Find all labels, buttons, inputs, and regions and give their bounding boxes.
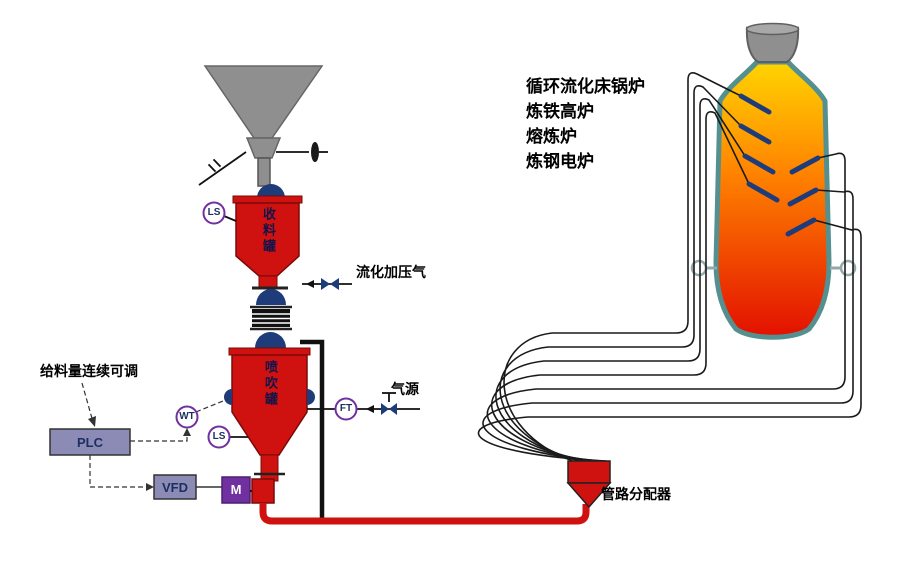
label-receiving-tank: 收料罐 [261,207,276,255]
receiving-tank [232,184,303,331]
conveying-branch-7 [477,219,862,462]
lance-icon [742,153,776,175]
label-ls-top: LS [207,207,221,218]
vent-pipe-flange [212,158,222,168]
dome-valve-inlet [255,332,286,348]
hopper-cone [203,65,324,139]
label-motor: M [230,482,242,497]
feed-note-leader [81,382,94,423]
furnace [690,22,857,340]
lance-icon [738,123,772,145]
label-fluidizing-gas: 流化加压气 [356,264,426,280]
vent-pipe-flange [207,163,217,173]
aeration-nozzle [307,389,315,405]
label-injection-tank: 喷吹罐 [263,360,278,408]
valve-icon [321,278,330,290]
furnace-application-item: 炼钢电炉 [526,152,594,171]
label-ft: FT [339,403,353,414]
conveying-pipe-main [259,503,590,525]
valve-icon [381,403,389,415]
pressurization-pipe [300,339,325,518]
instruments [175,201,358,449]
valve-icon [389,403,397,415]
tank-outlet-neck [258,275,278,288]
conveying-branch-6 [482,189,854,462]
conveying-branch-2 [499,85,742,462]
tank-top-flange [232,195,303,204]
wt-circle [175,405,199,429]
aeration-nozzle [224,389,232,405]
furnace-application-item: 循环流化床锅炉 [526,77,645,96]
feed-hopper [198,65,328,187]
label-feed-note: 给料量连续可调 [40,363,138,379]
control-system [49,382,222,500]
injection-tank [224,332,315,482]
ls-bottom-circle [207,425,231,449]
furnace-application-list: 循环流化床锅炉 炼铁高炉 熔炼炉 炼钢电炉 [526,74,645,174]
pipe-bundle [477,72,862,462]
rotary-feeder-group [221,476,590,525]
label-plc: PLC [77,435,103,450]
dome-valve-mid [256,289,286,305]
label-gas-source: 气源 [391,381,419,397]
plc-vfd-signal [89,455,148,488]
plc-box [49,428,131,456]
hopper-stem [257,157,271,187]
gas-piping [300,339,420,518]
conveying-branch-1 [503,72,742,462]
rotary-feeder [251,478,275,504]
motor-body [221,476,251,504]
flow-arrow-icon [306,280,314,288]
label-vfd: VFD [162,480,188,495]
conveying-branch-5 [486,152,846,462]
fluidizing-gas-line [302,278,352,290]
valve-icon [330,278,339,290]
tank-top-flange [228,347,311,356]
label-distributor: 管路分配器 [601,486,671,502]
ft-circle [334,397,358,421]
distributor-cone [566,482,612,509]
arrow-icon [183,428,191,436]
conveying-branch-3 [495,98,746,462]
vent-pipe [198,151,247,186]
furnace-throat-rim [745,22,800,36]
conveying-branch-4 [491,111,750,462]
lance-icon [789,155,821,175]
pipe-distributor [566,460,612,509]
ls-top-circle [202,201,226,225]
injection-lances [738,93,821,237]
hopper-outlet [245,137,282,159]
wt-link [195,398,229,413]
lance-icon [738,93,772,115]
flow-arrow-icon [366,405,374,413]
tank-outlet-neck [260,454,279,482]
tank-body [231,354,308,456]
lance-icon [787,187,819,207]
lance-icon [746,181,780,203]
lance-icon [785,217,817,237]
dome-valve-top [257,184,285,198]
arrow-icon [146,483,154,491]
handwheel-icon [311,142,319,162]
plc-wt-signal [130,432,188,442]
ls-top-tap [223,215,237,222]
furnace-application-item: 炼铁高炉 [526,102,594,121]
furnace-application-item: 熔炼炉 [526,127,577,146]
distributor-body [567,460,611,484]
arrow-icon [88,416,96,427]
label-wt: WT [179,411,195,422]
label-ls-bottom: LS [212,431,226,442]
